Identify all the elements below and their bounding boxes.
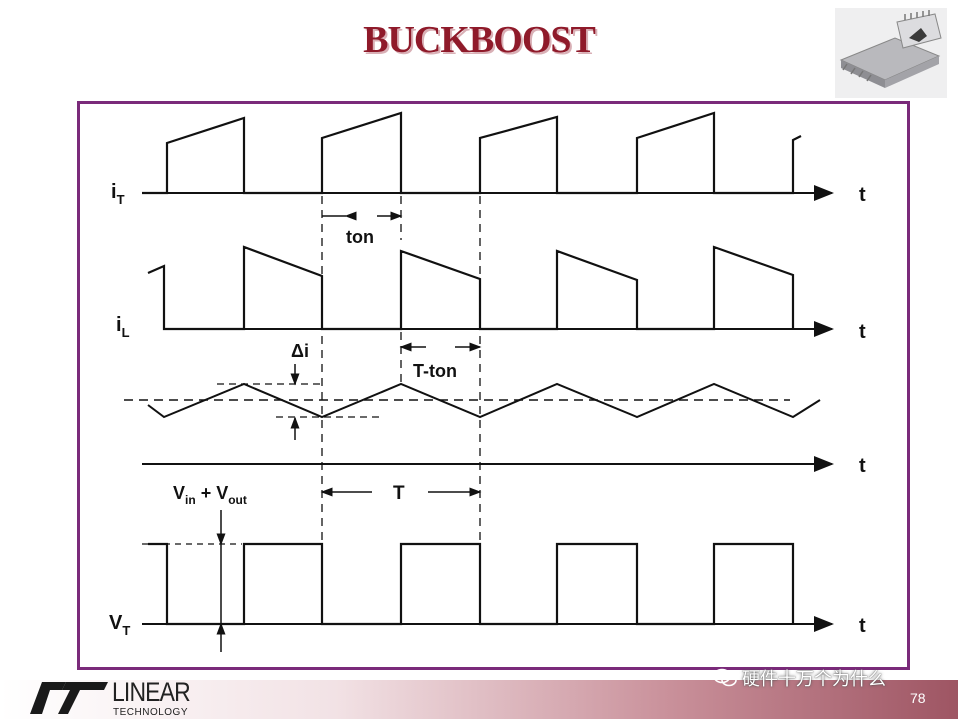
- slide-title: BUCKBOOST: [363, 19, 596, 61]
- ton-label: ton: [346, 227, 374, 247]
- waveform-diagram: iT t ton iL t Δi T-ton t T: [109, 111, 866, 652]
- logo-sub: TECHNOLOGY: [113, 707, 189, 718]
- delta-i-label: Δi: [291, 341, 309, 361]
- it-time-label: t: [859, 184, 866, 206]
- ripple-time-label: t: [859, 455, 866, 477]
- tton-label: T-ton: [413, 361, 457, 381]
- ripple-waveform: [147, 382, 821, 419]
- vin-vout-plus: + V: [196, 483, 229, 503]
- il-label-main: i: [116, 314, 122, 336]
- page-number: 78: [910, 690, 926, 706]
- vt-label-main: V: [109, 612, 123, 634]
- diagram-frame: iT t ton iL t Δi T-ton t T: [77, 101, 910, 670]
- il-waveform: [147, 245, 795, 331]
- il-label: iL: [116, 314, 130, 340]
- footer-band: [0, 680, 958, 719]
- il-label-sub: L: [122, 325, 130, 340]
- it-label-main: i: [111, 181, 117, 203]
- il-time-label: t: [859, 321, 866, 343]
- period-label: T: [393, 483, 405, 504]
- logo-word: LINEAR: [112, 677, 191, 707]
- vt-label: VT: [109, 612, 130, 638]
- it-label: iT: [111, 181, 125, 207]
- watermark-text: 硬件十万个为什么: [742, 669, 886, 689]
- vin-vout-out: out: [228, 493, 247, 507]
- vt-waveform: [148, 542, 795, 626]
- vin-vout-v1: V: [173, 483, 185, 503]
- it-label-sub: T: [117, 192, 125, 207]
- it-waveform: [142, 111, 802, 195]
- linear-technology-logo: [30, 682, 108, 714]
- vt-time-label: t: [859, 615, 866, 637]
- wechat-icon: [713, 668, 737, 687]
- vin-vout-label: Vin + Vout: [173, 483, 247, 507]
- vt-label-sub: T: [122, 623, 130, 638]
- chip-image: [835, 8, 947, 98]
- vin-vout-in: in: [185, 493, 196, 507]
